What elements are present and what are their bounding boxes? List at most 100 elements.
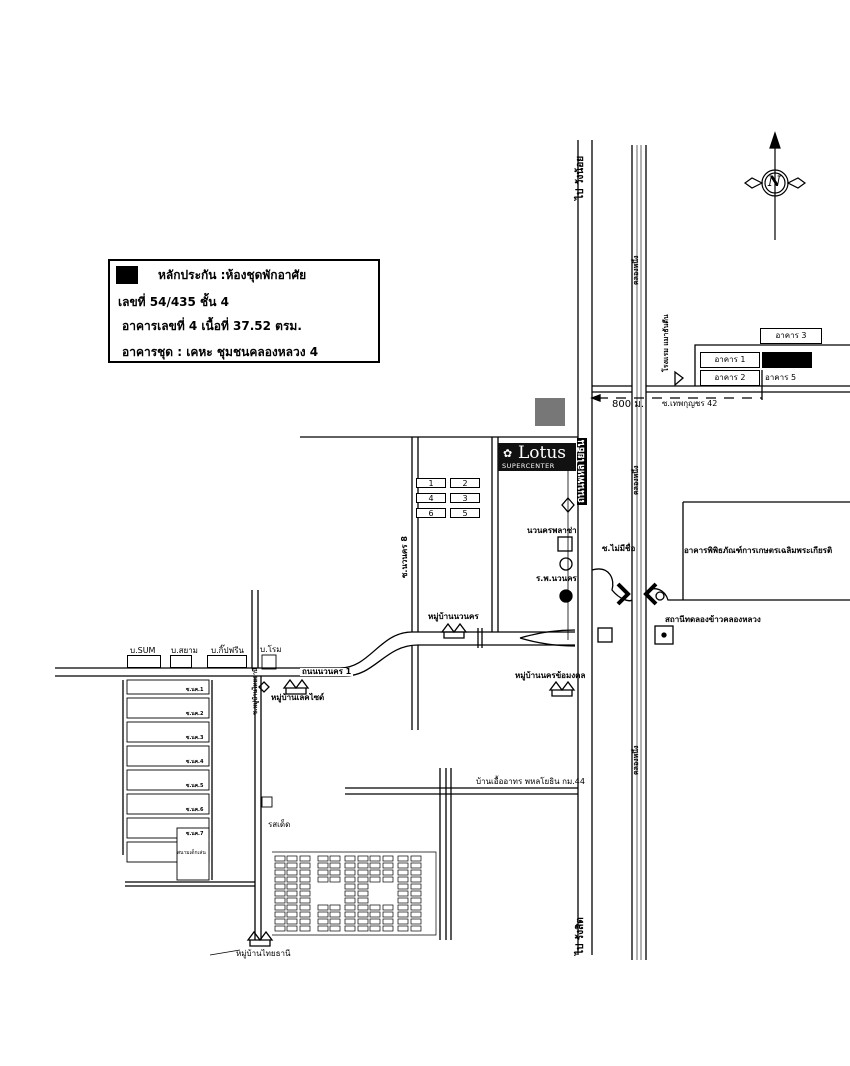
housing-unit	[410, 883, 422, 890]
housing-unit	[299, 876, 311, 883]
company-rome: บ.โรม	[260, 645, 282, 654]
housing-unit	[299, 904, 311, 911]
lot-4: 4	[416, 493, 446, 503]
housing-unit	[299, 897, 311, 904]
housing-unit	[369, 862, 381, 869]
housing-unit	[274, 911, 286, 918]
legend-building: อาคารเลขที่ 4 เนื้อที่ 37.52 ตรม.	[122, 319, 302, 333]
housing-unit	[357, 855, 369, 862]
housing-unit	[410, 862, 422, 869]
housing-unit	[382, 904, 394, 911]
housing-unit	[286, 862, 298, 869]
rice-station-label: สถานีทดลองข้าวคลองหลวง	[665, 615, 761, 624]
housing-unit	[299, 918, 311, 925]
housing-unit	[397, 918, 409, 925]
rosdek-label: รสเด็ด	[268, 820, 291, 829]
housing-unit	[274, 918, 286, 925]
company-sum: บ.SUM	[130, 646, 156, 655]
housing-unit	[397, 876, 409, 883]
lotus-flower-icon: ✿	[503, 447, 513, 460]
housing-unit	[317, 911, 329, 918]
housing-unit	[329, 876, 341, 883]
housing-unit	[344, 911, 356, 918]
housing-unit	[397, 869, 409, 876]
building-2: อาคาร 2	[700, 370, 760, 386]
collateral-legend: หลักประกัน :ห้องชุดพักอาศัย เลขที่ 54/43…	[108, 259, 380, 363]
housing-unit	[357, 890, 369, 897]
soi-label: ซ.นค.3	[186, 735, 204, 741]
housing-unit	[344, 925, 356, 932]
housing-unit	[410, 855, 422, 862]
distance-label: 800 ม.	[612, 399, 645, 410]
housing-unit	[344, 876, 356, 883]
village-icons	[246, 622, 576, 947]
housing-unit	[317, 855, 329, 862]
collateral-building-marker	[762, 352, 812, 368]
housing-unit	[299, 869, 311, 876]
housing-unit	[382, 925, 394, 932]
housing-unit	[274, 890, 286, 897]
soi-label: ซ.นค.7	[186, 831, 204, 837]
housing-unit	[382, 862, 394, 869]
housing-unit	[329, 904, 341, 911]
navanakorn-1-label: ถนนนวนคร 1	[300, 667, 354, 676]
housing-unit	[329, 918, 341, 925]
no-name-soi-label: ซ.ไม่มีชื่อ	[602, 544, 636, 553]
housing-unit	[369, 869, 381, 876]
village-navanakorn-label: หมู่บ้านนวนคร	[428, 612, 479, 621]
housing-unit	[369, 876, 381, 883]
village-thaithani-label: หมู่บ้านไทยธานี	[236, 949, 291, 958]
housing-unit	[382, 869, 394, 876]
legend-unit: เลขที่ 54/435 ชั้น 4	[118, 295, 229, 309]
housing-unit	[272, 851, 437, 936]
housing-unit	[382, 918, 394, 925]
housing-unit	[299, 883, 311, 890]
housing-unit	[286, 911, 298, 918]
housing-unit	[397, 911, 409, 918]
canal-label-1: คลองหนึ่ง	[632, 255, 640, 285]
housing-unit	[344, 869, 356, 876]
housing-unit	[357, 904, 369, 911]
soi-label: ซ.นค.6	[186, 807, 204, 813]
housing-unit	[357, 883, 369, 890]
thaithani-soi-label: ซ.หมู่บ้านไทยธานี	[252, 667, 259, 715]
main-road-label: ถนนพหลโยธิน	[576, 437, 587, 505]
village-mongkol-label: หมู่บ้านนครข้อมงคล	[515, 671, 586, 680]
housing-unit	[369, 918, 381, 925]
housing-unit	[274, 925, 286, 932]
housing-unit	[329, 911, 341, 918]
hospital-label: ร.พ.นวนคร	[536, 574, 577, 583]
housing-unit	[299, 890, 311, 897]
housing-unit	[344, 862, 356, 869]
housing-unit	[382, 876, 394, 883]
big-c-logo	[535, 398, 565, 426]
housing-unit	[286, 925, 298, 932]
lot-1: 1	[416, 478, 446, 488]
housing-unit	[410, 876, 422, 883]
housing-unit	[286, 918, 298, 925]
soi-label: ซ.นค.2	[186, 711, 204, 717]
lot-2: 2	[450, 478, 480, 488]
to-north-label: ไป วังน้อย	[575, 155, 586, 200]
housing-unit	[410, 869, 422, 876]
housing-unit	[329, 925, 341, 932]
company-gipfreen-box	[207, 655, 247, 668]
housing-unit	[369, 911, 381, 918]
museum-label: อาคารพิพิธภัณฑ์การเกษตรเฉลิมพระเกียรติ	[684, 546, 833, 555]
housing-unit	[357, 876, 369, 883]
housing-unit	[410, 904, 422, 911]
legend-condo: อาคารชุด : เคหะ ชุมชนคลองหลวง 4	[122, 345, 319, 359]
housing-unit	[274, 855, 286, 862]
housing-unit	[286, 890, 298, 897]
housing-unit	[397, 855, 409, 862]
housing-unit	[357, 897, 369, 904]
building-1: อาคาร 1	[700, 352, 760, 368]
km44-label: บ้านเอื้ออาทร พหลโยธิน กม.44	[476, 777, 585, 786]
housing-unit	[410, 918, 422, 925]
housing-unit	[369, 904, 381, 911]
village-lakeside-label: หมู่บ้านเลคไซด์	[271, 693, 325, 702]
playground-label: สนามเด็กเล่น	[177, 850, 206, 856]
housing-unit	[344, 897, 356, 904]
canal-label-2: คลองหนึ่ง	[632, 465, 640, 495]
housing-unit	[397, 904, 409, 911]
